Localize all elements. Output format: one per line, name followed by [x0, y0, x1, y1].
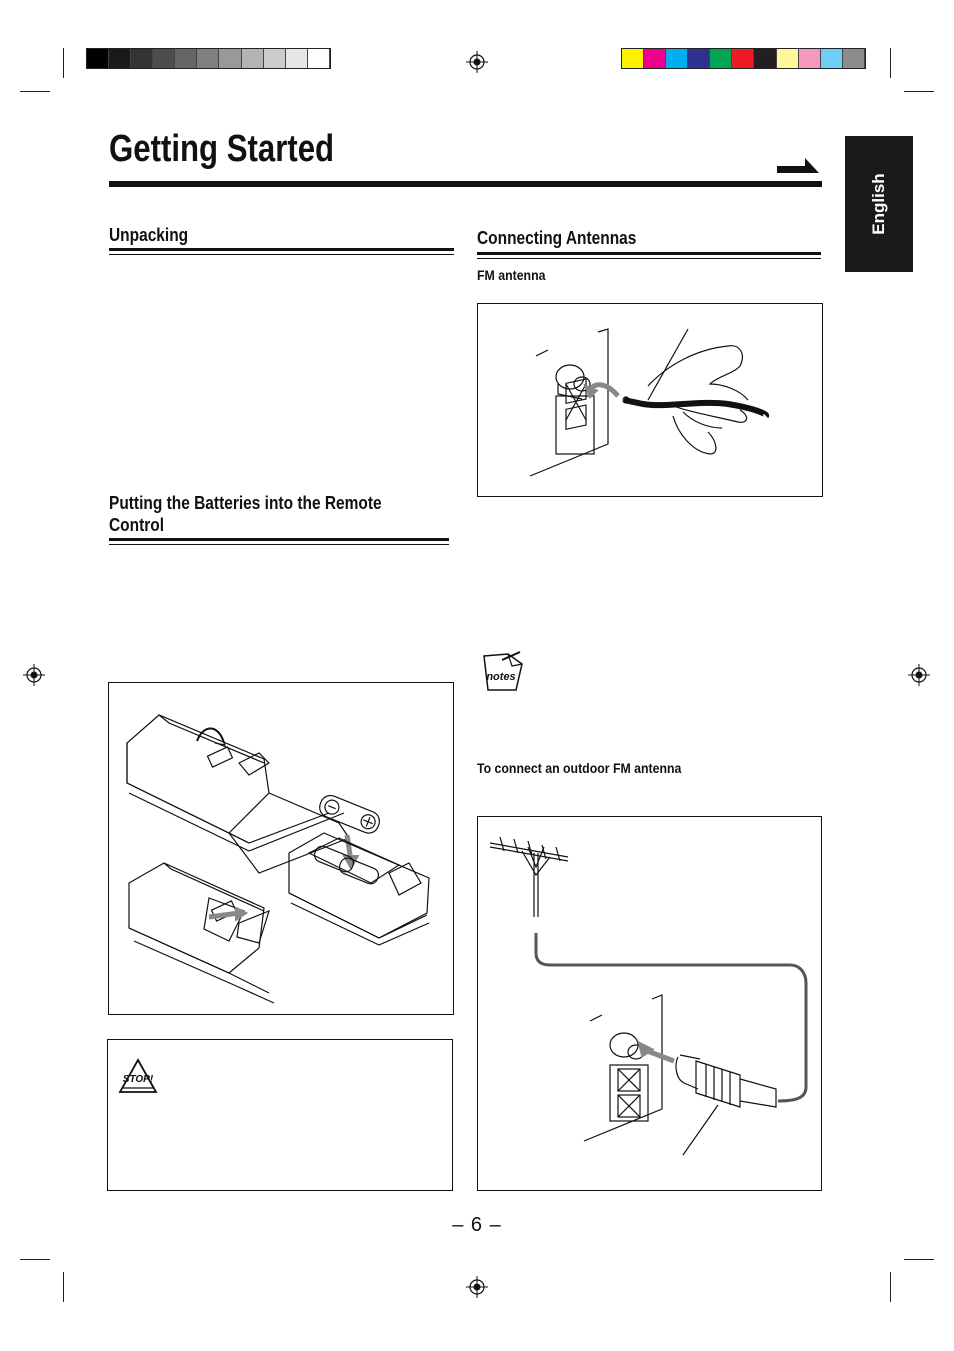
calibration-swatch [219, 49, 242, 68]
crop-mark [890, 1272, 891, 1302]
calibration-swatch [263, 49, 286, 68]
section-heading-antennas: Connecting Antennas [477, 228, 637, 248]
calibration-swatch [710, 49, 733, 68]
section-rule [477, 258, 821, 259]
notes-label: notes [486, 671, 515, 683]
calibration-swatch [307, 49, 330, 68]
calibration-swatch [197, 49, 220, 68]
section-rule [109, 538, 449, 541]
language-tab-label: English [869, 173, 888, 235]
fm-antenna-illustration [477, 303, 823, 497]
title-rule [109, 181, 822, 187]
stop-warning-icon: STOP! [118, 1058, 158, 1093]
calibration-swatch [776, 49, 799, 68]
crop-mark [63, 48, 64, 78]
section-rule [109, 248, 454, 251]
crop-mark [904, 91, 934, 92]
outdoor-antenna-drawing [489, 836, 808, 1156]
calibration-swatch [798, 49, 821, 68]
crop-mark [20, 1259, 50, 1260]
section-rule [477, 252, 821, 255]
registration-mark-icon [908, 664, 930, 686]
calibration-swatch [241, 49, 264, 68]
calibration-swatch [666, 49, 689, 68]
page-title: Getting Started [109, 128, 335, 170]
fm-connection-drawing [529, 328, 770, 477]
color-calibration-strip [621, 48, 866, 69]
outdoor-fm-antenna-subheading: To connect an outdoor FM antenna [477, 760, 682, 776]
outdoor-antenna-illustration [477, 816, 822, 1191]
calibration-swatch [644, 49, 667, 68]
registration-mark-icon [466, 1276, 488, 1298]
calibration-swatch [285, 49, 308, 68]
section-heading-batteries-line1: Putting the Batteries into the Remote [109, 493, 382, 513]
continue-arrow-icon [777, 158, 819, 173]
calibration-swatch [820, 49, 843, 68]
calibration-swatch [688, 49, 711, 68]
grayscale-calibration-strip [86, 48, 331, 69]
calibration-swatch [175, 49, 198, 68]
remote-control-illustration [126, 714, 430, 1004]
calibration-swatch [131, 49, 154, 68]
registration-mark-icon [466, 51, 488, 73]
calibration-swatch [87, 49, 110, 68]
calibration-swatch [732, 49, 755, 68]
page-number: – 6 – [452, 1214, 502, 1236]
registration-mark-icon [23, 664, 45, 686]
crop-mark [63, 1272, 64, 1302]
stop-label: STOP! [123, 1074, 154, 1085]
calibration-swatch [754, 49, 777, 68]
section-rule [109, 254, 454, 255]
notes-icon: notes [483, 651, 523, 691]
crop-mark [20, 91, 50, 92]
calibration-swatch [109, 49, 132, 68]
calibration-swatch [622, 49, 645, 68]
crop-mark [904, 1259, 934, 1260]
calibration-swatch [153, 49, 176, 68]
section-heading-batteries-line2: Control [109, 515, 165, 535]
fm-antenna-subheading: FM antenna [477, 267, 546, 283]
section-heading-unpacking: Unpacking [109, 225, 189, 245]
section-rule [109, 544, 449, 545]
battery-illustration [108, 682, 454, 1015]
language-tab: English [845, 136, 913, 272]
calibration-swatch [842, 49, 865, 68]
crop-mark [890, 48, 891, 78]
caution-box: STOP! [107, 1039, 453, 1191]
